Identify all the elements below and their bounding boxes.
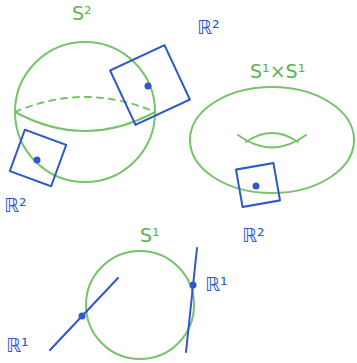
tangent-space-name: ℝ² [197, 18, 220, 37]
torus-outline [190, 87, 354, 193]
tangent-space-name: ℝ² [4, 196, 27, 215]
space-name: S¹×S¹ [250, 62, 305, 81]
tangent-point [145, 83, 152, 90]
sphere-equator-back [15, 97, 155, 112]
tangent-space-name: ℝ² [242, 226, 265, 245]
tangent-plane [10, 130, 66, 186]
tangent-line [50, 278, 118, 350]
tangent-point [190, 282, 197, 289]
tangent-space-name: ℝ¹ [6, 336, 29, 355]
tangent-space-name: ℝ¹ [205, 275, 228, 294]
tangent-plane [110, 45, 190, 125]
space-name: S¹ [140, 226, 160, 245]
tangent-point [253, 183, 260, 190]
sphere-outline [15, 42, 155, 182]
space-name: S² [72, 4, 92, 23]
torus-hole-upper [246, 133, 298, 142]
tangent-plane [236, 163, 280, 207]
tangent-line [186, 248, 197, 352]
tangent-point [79, 313, 86, 320]
tangent-point [34, 157, 41, 164]
circle-outline [86, 251, 194, 359]
